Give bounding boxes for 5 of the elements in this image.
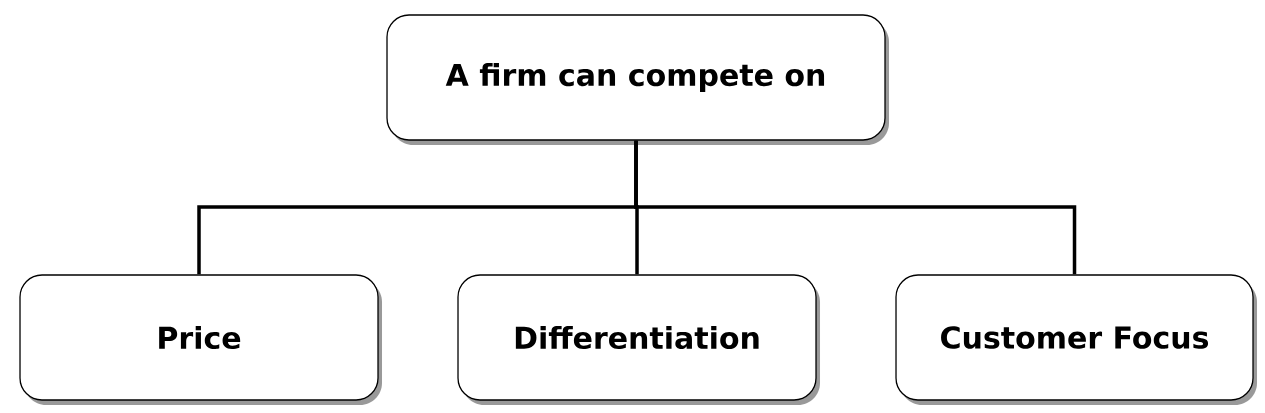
rounded-box: Differentiation [457, 274, 820, 405]
rounded-box: A firm can compete on [386, 14, 889, 145]
rounded-box: Price [19, 274, 382, 405]
rounded-box: Customer Focus [895, 274, 1257, 405]
connector-line [634, 140, 1077, 275]
